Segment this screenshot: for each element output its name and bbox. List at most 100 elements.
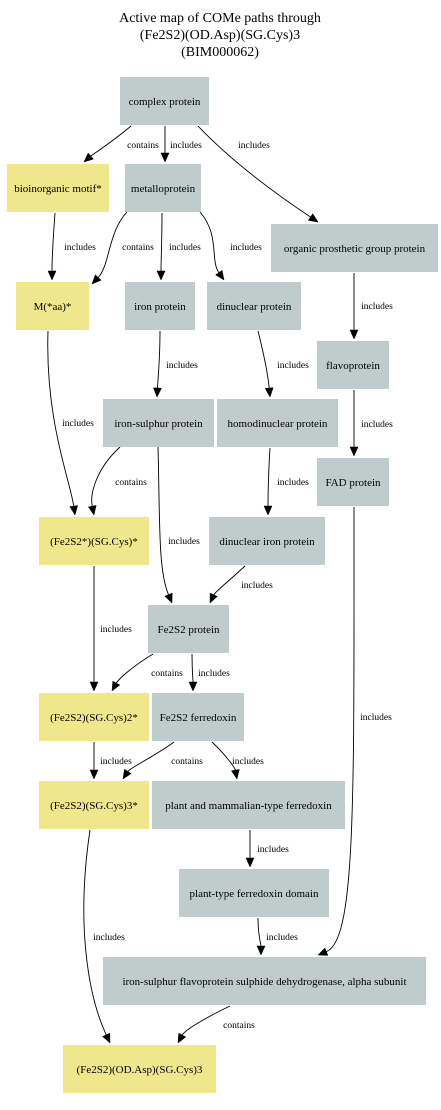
- node-label: dinuclear protein: [217, 301, 292, 313]
- arrow-head: [231, 769, 240, 780]
- node-label: iron-sulphur protein: [114, 418, 203, 430]
- node-box: [63, 1045, 216, 1093]
- edge-fe2s2-sgcys2-to-fe2s2-sgcys3: includes: [89, 742, 132, 780]
- edge-fad-protein-to-iron-sulphur-flavoprotein: includes: [317, 506, 392, 956]
- arrow-head: [177, 1032, 187, 1044]
- edge-fe2s2-sgcys3-to-fe2s2-odasp-sgcys3: includes: [83, 829, 125, 1044]
- node-label: iron-sulphur flavoprotein sulphide dehyd…: [122, 976, 406, 988]
- edge-label: includes: [257, 845, 289, 855]
- node-box: [39, 517, 149, 565]
- title-line-3: (BIM000062): [181, 45, 259, 60]
- node-label: homodinuclear protein: [228, 418, 328, 430]
- edge-label: includes: [166, 361, 198, 371]
- arrow-head: [188, 681, 198, 692]
- edge-organic-prosthetic-group-protein-to-flavoprotein: includes: [349, 272, 393, 340]
- arrow-head: [349, 329, 359, 340]
- edge-fe2s2-ferredoxin-to-fe2s2-sgcys3: contains: [122, 741, 203, 780]
- edge-fe2s2-protein-to-fe2s2-sgcys2: contains: [111, 653, 183, 692]
- arrow-head: [156, 270, 166, 281]
- edge-metalloprotein-to-m-aa: contains: [91, 211, 154, 285]
- edge-label: includes: [64, 243, 96, 253]
- node-fe2s2-sgcys3: (Fe2S2)(SG.Cys)3*: [39, 781, 149, 829]
- nodes-layer: complex protein bioinorganic motif* metall…: [7, 77, 438, 1093]
- edge-fe2s2-ferredoxin-to-plant-mammalian-ferredoxin: includes: [211, 741, 264, 780]
- title-line-2: (Fe2S2)(OD.Asp)(SG.Cys)3: [140, 28, 300, 43]
- node-box: [152, 781, 345, 829]
- arrow-head: [89, 769, 99, 780]
- node-label: (Fe2S2)(SG.Cys)2*: [50, 712, 138, 724]
- edge-label: contains: [223, 1021, 255, 1031]
- edge-label: contains: [122, 243, 154, 253]
- edge-label: includes: [169, 243, 201, 253]
- edge-iron-protein-to-iron-sulphur-protein: includes: [153, 330, 198, 398]
- node-bioinorganic-motif: bioinorganic motif*: [7, 164, 109, 212]
- arrow-head: [122, 768, 132, 780]
- arrow-head: [91, 274, 102, 285]
- node-box: [209, 517, 325, 565]
- edge-line: [127, 741, 175, 772]
- edge-homodinuclear-protein-to-dinuclear-iron-protein: includes: [263, 447, 309, 516]
- node-organic-prosthetic-group-protein: organic prosthetic group protein: [271, 224, 438, 272]
- node-label: flavoprotein: [326, 360, 380, 372]
- node-label: dinuclear iron protein: [219, 536, 315, 548]
- node-label: iron protein: [134, 301, 186, 313]
- node-fad-protein: FAD protein: [317, 458, 389, 506]
- edge-dinuclear-protein-to-homodinuclear-protein: includes: [257, 330, 309, 398]
- node-complex-protein: complex protein: [120, 77, 209, 125]
- edge-label: contains: [115, 478, 147, 488]
- arrow-head: [153, 387, 162, 398]
- node-fe2s2-star-sgcys: (Fe2S2*)(SG.Cys)*: [39, 517, 149, 565]
- arrow-head: [83, 152, 94, 163]
- edge-dinuclear-iron-protein-to-fe2s2-protein: includes: [209, 565, 273, 604]
- arrow-head: [256, 945, 266, 956]
- node-box: [125, 164, 201, 212]
- edge-label: includes: [361, 420, 393, 430]
- node-plant-mammalian-ferredoxin: plant and mammalian-type ferredoxin: [152, 781, 345, 829]
- arrow-head: [47, 270, 57, 281]
- arrow-head: [263, 505, 273, 516]
- node-plant-type-ferredoxin-domain: plant-type ferredoxin domain: [179, 869, 329, 917]
- node-label: plant-type ferredoxin domain: [190, 888, 319, 900]
- edge-line: [51, 212, 56, 272]
- node-iron-protein: iron protein: [125, 282, 195, 330]
- node-box: [7, 164, 109, 212]
- node-label: M(*aa)*: [34, 301, 72, 313]
- arrow-head: [307, 213, 319, 223]
- arrow-head: [87, 505, 97, 516]
- node-label: bioinorganic motif*: [14, 183, 101, 195]
- edge-line: [157, 330, 161, 389]
- edge-label: includes: [100, 625, 132, 635]
- edge-label: includes: [100, 757, 132, 767]
- edge-label: includes: [93, 933, 125, 943]
- node-label: (Fe2S2*)(SG.Cys)*: [50, 536, 138, 548]
- arrow-head: [69, 505, 79, 516]
- node-label: Fe2S2 protein: [157, 624, 220, 636]
- edge-line: [157, 446, 169, 595]
- edge-line: [47, 330, 75, 507]
- node-fe2s2-sgcys2: (Fe2S2)(SG.Cys)2*: [39, 693, 149, 741]
- edge-label: includes: [277, 361, 309, 371]
- edge-m-aa-to-fe2s2-star-sgcys: includes: [47, 330, 94, 516]
- edge-iron-sulphur-protein-to-fe2s2-star-sgcys: contains: [87, 446, 147, 516]
- node-iron-sulphur-protein: iron-sulphur protein: [103, 399, 214, 447]
- node-label: plant and mammalian-type ferredoxin: [165, 800, 332, 812]
- edge-line: [83, 829, 107, 1036]
- node-label: metalloprotein: [131, 183, 196, 195]
- edge-label: includes: [170, 141, 202, 151]
- edge-label: includes: [168, 537, 200, 547]
- node-box: [125, 282, 195, 330]
- node-box: [148, 605, 229, 653]
- node-label: organic prosthetic group protein: [284, 243, 426, 255]
- edge-complex-protein-to-bioinorganic-motif: contains: [83, 125, 159, 163]
- edge-line: [213, 565, 246, 596]
- node-box: [39, 781, 149, 829]
- edge-label: includes: [277, 478, 309, 488]
- edge-fe2s2-protein-to-fe2s2-ferredoxin: includes: [188, 653, 230, 692]
- node-fe2s2-odasp-sgcys3: (Fe2S2)(OD.Asp)(SG.Cys)3: [63, 1045, 216, 1093]
- edge-complex-protein-to-metalloprotein: includes: [160, 126, 202, 163]
- edge-label: includes: [360, 713, 392, 723]
- node-dinuclear-iron-protein: dinuclear iron protein: [209, 517, 325, 565]
- node-iron-sulphur-flavoprotein: iron-sulphur flavoprotein sulphide dehyd…: [103, 957, 426, 1005]
- edge-label: includes: [198, 669, 230, 679]
- edge-line: [160, 212, 163, 272]
